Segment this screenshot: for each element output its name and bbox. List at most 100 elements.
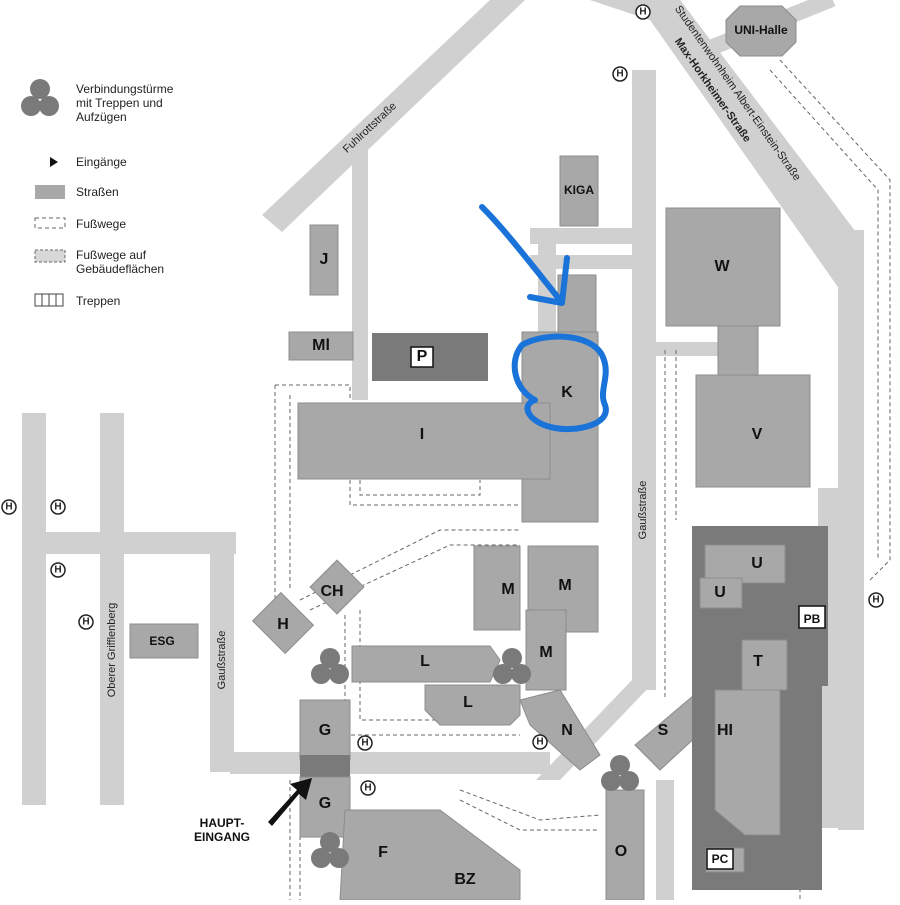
tower-icon: [311, 648, 349, 684]
tower-icon: [493, 648, 531, 684]
legend-footpaths: Fußwege: [76, 217, 126, 231]
building-i[interactable]: [297, 402, 551, 480]
building-m1[interactable]: [473, 545, 521, 631]
label-o: O: [615, 843, 627, 860]
label-j: J: [320, 251, 329, 268]
building-kiga[interactable]: [559, 155, 599, 227]
road-east: [838, 230, 864, 830]
footpath: [275, 384, 351, 400]
label-n: N: [561, 722, 573, 739]
buildings: [129, 5, 828, 901]
legend-entrance-icon: [50, 157, 58, 167]
label-h: H: [277, 616, 289, 633]
road-k-west: [538, 244, 556, 334]
road-gauss-east: [632, 70, 656, 690]
road-bottom: [230, 752, 550, 774]
road-grifflenberg: [100, 413, 124, 805]
haupteingang-line1: HAUPT-: [200, 816, 245, 830]
label-w: W: [714, 258, 730, 275]
building-n[interactable]: [519, 689, 601, 771]
road-v-link: [656, 342, 718, 356]
parking-icon: [706, 848, 734, 870]
footpath: [459, 789, 601, 821]
building-m3[interactable]: [525, 609, 567, 691]
building-bz[interactable]: [339, 809, 521, 901]
building-t[interactable]: [741, 639, 788, 691]
svg-text:H: H: [54, 502, 61, 513]
legend-footpaths-buildings-text: Fußwege auf Gebäudeflächen: [76, 248, 164, 276]
svg-text:H: H: [361, 738, 368, 749]
svg-text:H: H: [536, 737, 543, 748]
building-ch[interactable]: [309, 559, 365, 615]
svg-text:H: H: [616, 69, 623, 80]
bus-stop-icon: H: [50, 562, 66, 578]
building-o[interactable]: [605, 789, 645, 901]
bus-stop-icon: H: [360, 780, 376, 796]
building-j[interactable]: [309, 224, 339, 296]
label-m3: M: [539, 644, 552, 661]
building-labels: UNI-Halle KIGA J Ml P W V K I CH H ESG M…: [149, 23, 826, 888]
bus-stop-icon: H: [532, 734, 548, 750]
main-entrance: HAUPT- EINGANG: [194, 778, 312, 844]
legend-footpath-building-swatch: [34, 249, 66, 263]
legend-street-swatch: [35, 185, 65, 199]
legend: Verbindungstürme mit Treppen und Aufzüge…: [21, 79, 177, 308]
road-kiga: [530, 228, 632, 244]
svg-text:H: H: [82, 617, 89, 628]
label-s: S: [658, 722, 669, 739]
annotation-circle: [511, 333, 609, 433]
building-g-entrance[interactable]: [300, 755, 350, 777]
legend-footpath-swatch: [34, 217, 66, 229]
label-pb: PB: [804, 612, 821, 626]
towers: [311, 645, 741, 868]
building-v[interactable]: [695, 374, 811, 488]
footpath: [359, 480, 481, 496]
bus-stop-icon: H: [1, 499, 17, 515]
svg-text:H: H: [872, 595, 879, 606]
building-wv-link[interactable]: [717, 325, 759, 377]
bus-stop-icon: H: [635, 4, 651, 20]
building-l2[interactable]: [424, 684, 521, 726]
tower-icon: [311, 832, 349, 868]
annotation-arrow: [479, 204, 570, 306]
legend-entrances: Eingänge: [76, 155, 127, 169]
building-uni-halle[interactable]: [725, 5, 797, 57]
footpath: [769, 69, 879, 560]
label-p: P: [417, 348, 428, 365]
svg-text:H: H: [54, 565, 61, 576]
label-u1: U: [751, 555, 763, 572]
bus-stop-icon: H: [78, 614, 94, 630]
bus-stop-icon: H: [868, 592, 884, 608]
label-esg: ESG: [149, 634, 174, 648]
building-esg[interactable]: [129, 623, 199, 659]
road-o-south: [656, 780, 674, 900]
bus-stops: H H H H H H H H H H: [1, 4, 884, 796]
legend-stairs-icon: [34, 293, 64, 307]
bus-stop-icon: H: [357, 735, 373, 751]
label-bz: BZ: [454, 871, 476, 888]
building-hi[interactable]: [714, 689, 781, 836]
building-h[interactable]: [251, 591, 315, 655]
label-g1: G: [319, 722, 331, 739]
legend-towers-text: Verbindungstürme mit Treppen und Aufzüge…: [76, 82, 177, 124]
label-m2: M: [558, 577, 571, 594]
building-u2[interactable]: [699, 577, 743, 609]
parking-icon: [798, 605, 826, 629]
building-ml[interactable]: [288, 331, 354, 361]
label-m1: M: [501, 581, 514, 598]
legend-tower-icon: [21, 79, 59, 116]
label-i: I: [420, 426, 424, 443]
building-w[interactable]: [665, 207, 781, 327]
label-f: F: [378, 844, 388, 861]
label-ch: CH: [320, 583, 343, 600]
label-k: K: [561, 384, 573, 401]
main-entrance-arrow-icon: [268, 778, 312, 826]
label-t: T: [753, 653, 763, 670]
svg-text:H: H: [364, 783, 371, 794]
tower-icon: [601, 755, 639, 791]
building-u1[interactable]: [704, 544, 786, 584]
label-l1: L: [420, 653, 430, 670]
road-left-vertical: [22, 413, 46, 805]
